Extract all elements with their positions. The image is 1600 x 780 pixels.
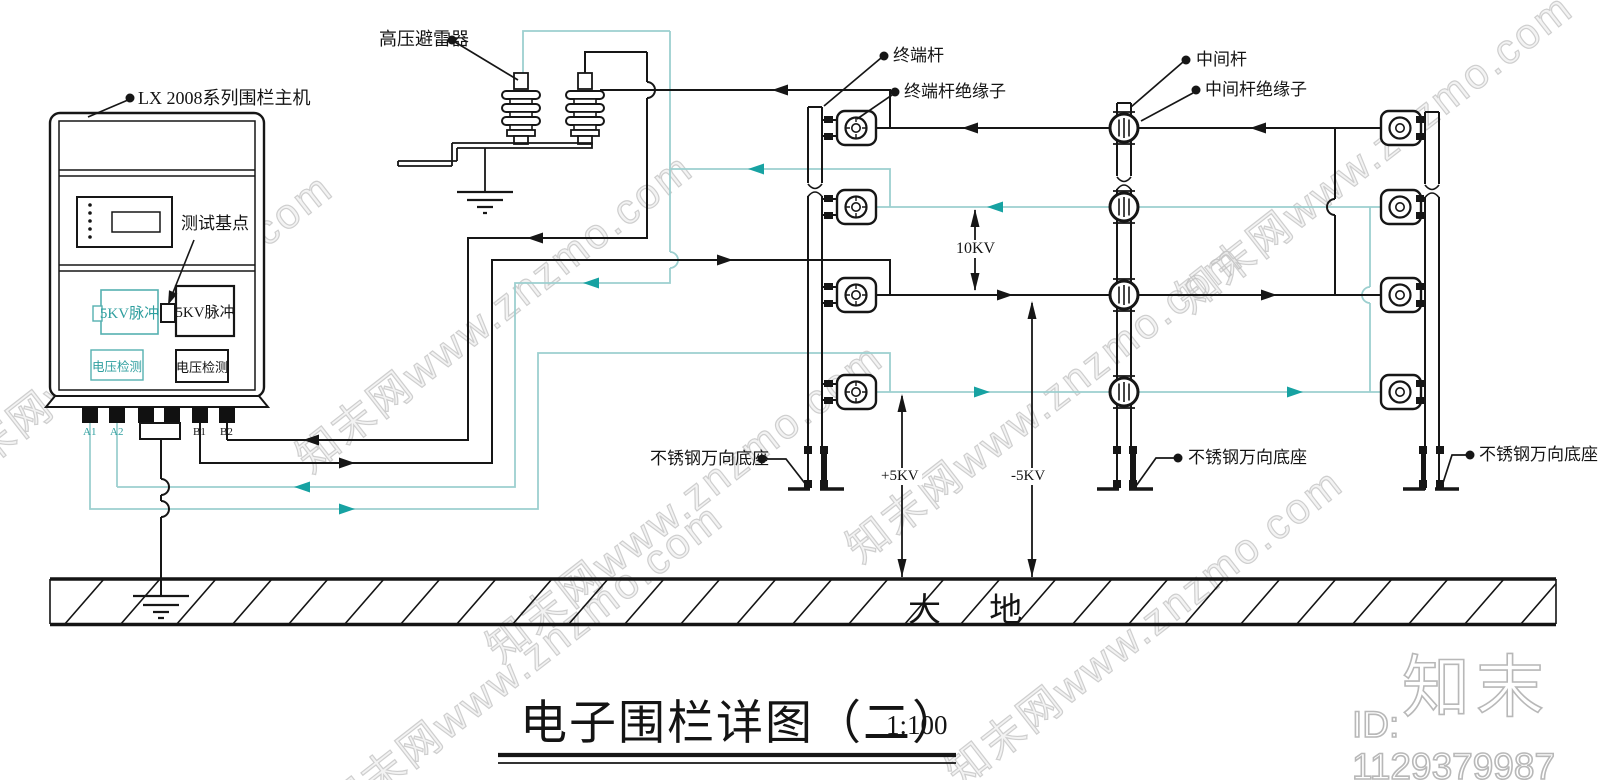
arrester-bracket [397,142,593,215]
mid-pole-insulator-callout: 中间杆绝缘子 [1205,80,1307,99]
display-panel [76,196,173,248]
test-point-connector [160,303,176,323]
flow-arrows-teal [294,163,1303,515]
dim-10kv-label: 10KV [953,240,999,259]
earth-terminal-bracket [139,422,181,440]
terminal-blocks [82,407,235,423]
end-pole-insulator-callout: 终端杆绝缘子 [904,82,1006,101]
wire-hop [1326,198,1336,216]
wire-hop [646,81,656,99]
insulator-icon [1379,276,1425,314]
insulator-icon [822,109,878,147]
insulator-icon [1108,111,1140,145]
terminal-a1-label: A1 [83,426,97,438]
insulators-right-pole [1379,109,1425,411]
site-logo-watermark: 知末 [1401,649,1551,727]
insulator-icon [1379,373,1425,411]
detect-module-a-box [90,349,144,381]
arrester-right-icon [565,72,605,145]
insulator-icon [822,373,878,411]
terminal-b1-label: B1 [193,426,206,438]
insulators-terminal-pole [822,109,878,411]
arrester-left-icon [501,72,541,145]
insulator-icon [1108,375,1140,409]
title-underline [498,752,956,764]
earth-label: 大 地 [908,593,1043,629]
base-callout-right: 不锈钢万向底座 [1479,445,1598,464]
detect-module-b-label: 电压检测 [176,359,229,375]
site-id-watermark: ID: 1129379987 [1351,703,1556,780]
insulator-icon [822,276,878,314]
terminal-b2-label: B2 [220,426,233,438]
insulator-icon [1108,278,1140,312]
callout-leaders [87,35,1475,487]
wire-hop [160,478,170,496]
dim-plus5kv-label: +5KV [878,468,922,486]
test-point-label: 测试基点 [181,214,249,233]
insulator-icon [822,188,878,226]
earth-symbol [457,190,513,215]
insulator-icon [1379,188,1425,226]
dimension-lines [897,209,1037,577]
detect-module-a-label: 电压检测 [91,359,142,374]
leader-test-point [169,239,195,301]
insulator-icon [1379,109,1425,147]
pole-terminal [788,106,844,491]
pulse-module-b-label: 5KV脉冲 [175,304,235,321]
drawing-title: 电子围栏详图（二） [520,698,961,750]
host-unit-label: LX 2008系列围栏主机 [138,88,311,108]
arrester-callout: 高压避雷器 [379,29,469,49]
insulators-middle-pole [1108,111,1140,409]
wire-hop [160,500,170,518]
insulator-icon [1108,190,1140,224]
flow-arrows-black [303,84,1277,469]
earth-symbol [133,594,189,620]
dim-minus5kv-label: -5KV [1008,468,1049,486]
pulse-module-a-label: 5KV脉冲 [99,305,160,322]
base-callout-left: 不锈钢万向底座 [650,449,769,468]
base-callout-mid: 不锈钢万向底座 [1188,448,1307,467]
detect-module-b-box [175,349,229,383]
arrester-assembly [397,72,605,215]
black-wires [160,51,1381,596]
pole-right [1403,111,1459,491]
drawing-scale: 1:100 [886,710,948,740]
end-pole-callout: 终端杆 [893,46,944,65]
host-unit [43,111,271,620]
ground-bar [49,577,1557,627]
mid-pole-callout: 中间杆 [1196,50,1247,69]
terminal-a2-label: A2 [110,426,124,438]
